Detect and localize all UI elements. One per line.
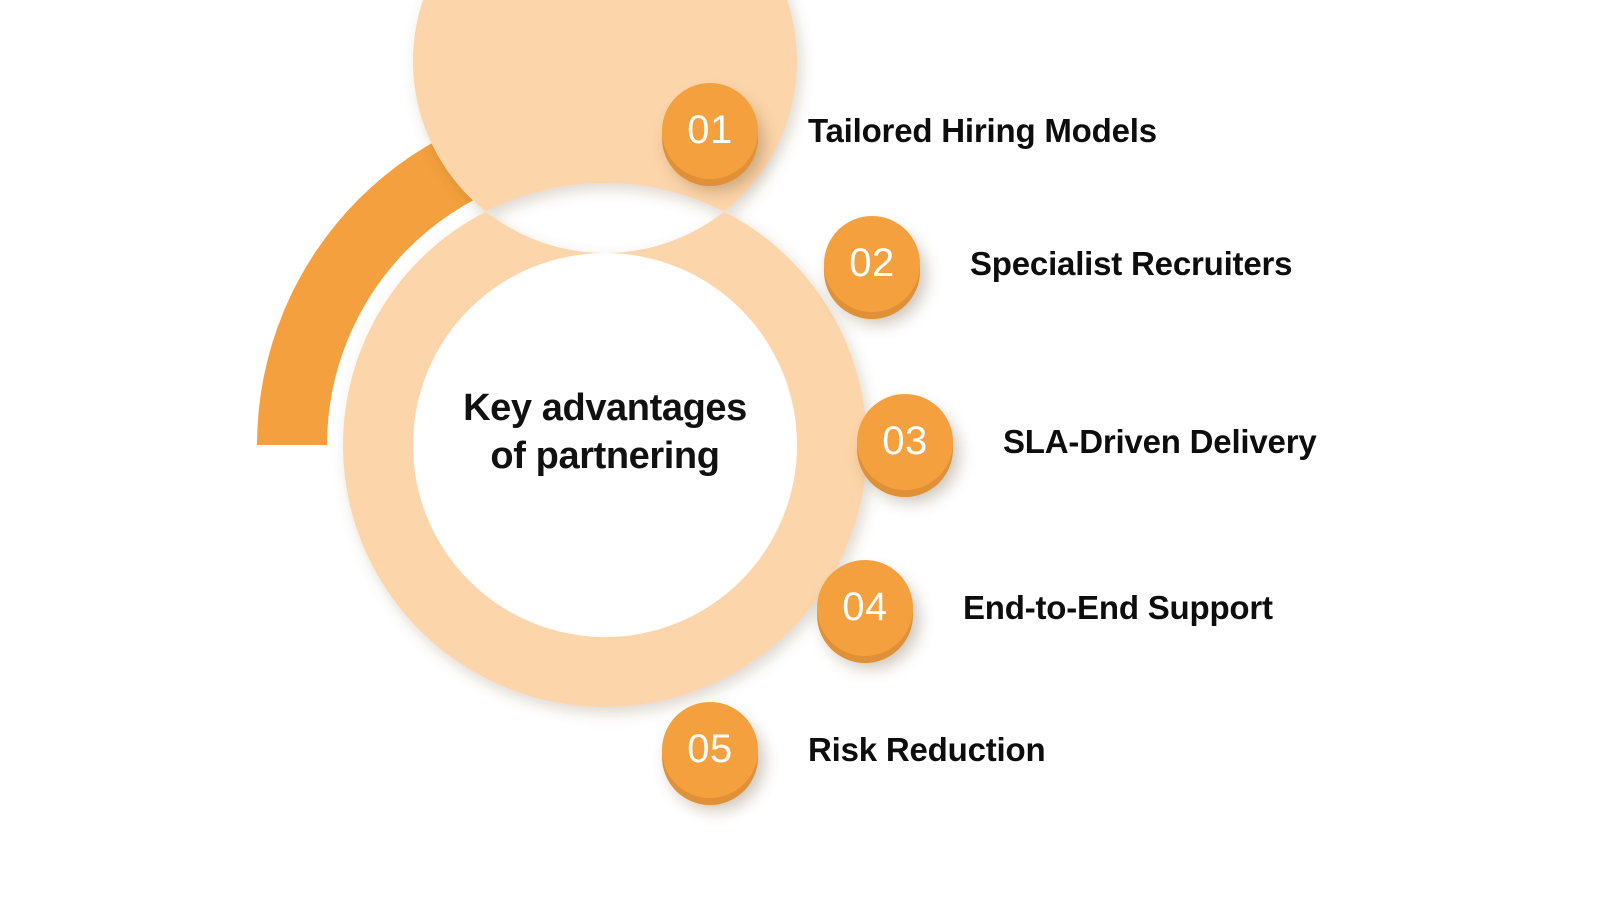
number-badge-04[interactable]: 04	[817, 560, 913, 656]
badge-number-label: 05	[687, 727, 733, 771]
badge-number-label: 01	[687, 108, 733, 152]
item-label-03: SLA-Driven Delivery	[1003, 423, 1317, 460]
center-caption-line-1: Key advantages	[463, 387, 747, 429]
badge-number-label: 02	[849, 241, 895, 285]
list-item-02[interactable]: 02 Specialist Recruiters	[824, 216, 1292, 312]
donut-center-disc	[413, 253, 797, 637]
number-badge-02[interactable]: 02	[824, 216, 920, 312]
list-item-01[interactable]: 01 Tailored Hiring Models	[662, 83, 1157, 179]
badge-number-label: 03	[882, 419, 928, 463]
item-label-05: Risk Reduction	[808, 731, 1046, 768]
number-badge-03[interactable]: 03	[857, 394, 953, 490]
number-badge-05[interactable]: 05	[662, 702, 758, 798]
item-label-01: Tailored Hiring Models	[808, 112, 1157, 149]
center-caption: Key advantages of partnering	[405, 385, 805, 480]
list-item-05[interactable]: 05 Risk Reduction	[662, 702, 1046, 798]
badge-number-label: 04	[842, 585, 888, 629]
number-badge-01[interactable]: 01	[662, 83, 758, 179]
item-label-04: End-to-End Support	[963, 589, 1273, 626]
center-caption-line-2: of partnering	[490, 434, 720, 477]
item-label-02: Specialist Recruiters	[970, 245, 1293, 282]
list-item-03[interactable]: 03 SLA-Driven Delivery	[857, 394, 1317, 490]
list-item-04[interactable]: 04 End-to-End Support	[817, 560, 1273, 656]
